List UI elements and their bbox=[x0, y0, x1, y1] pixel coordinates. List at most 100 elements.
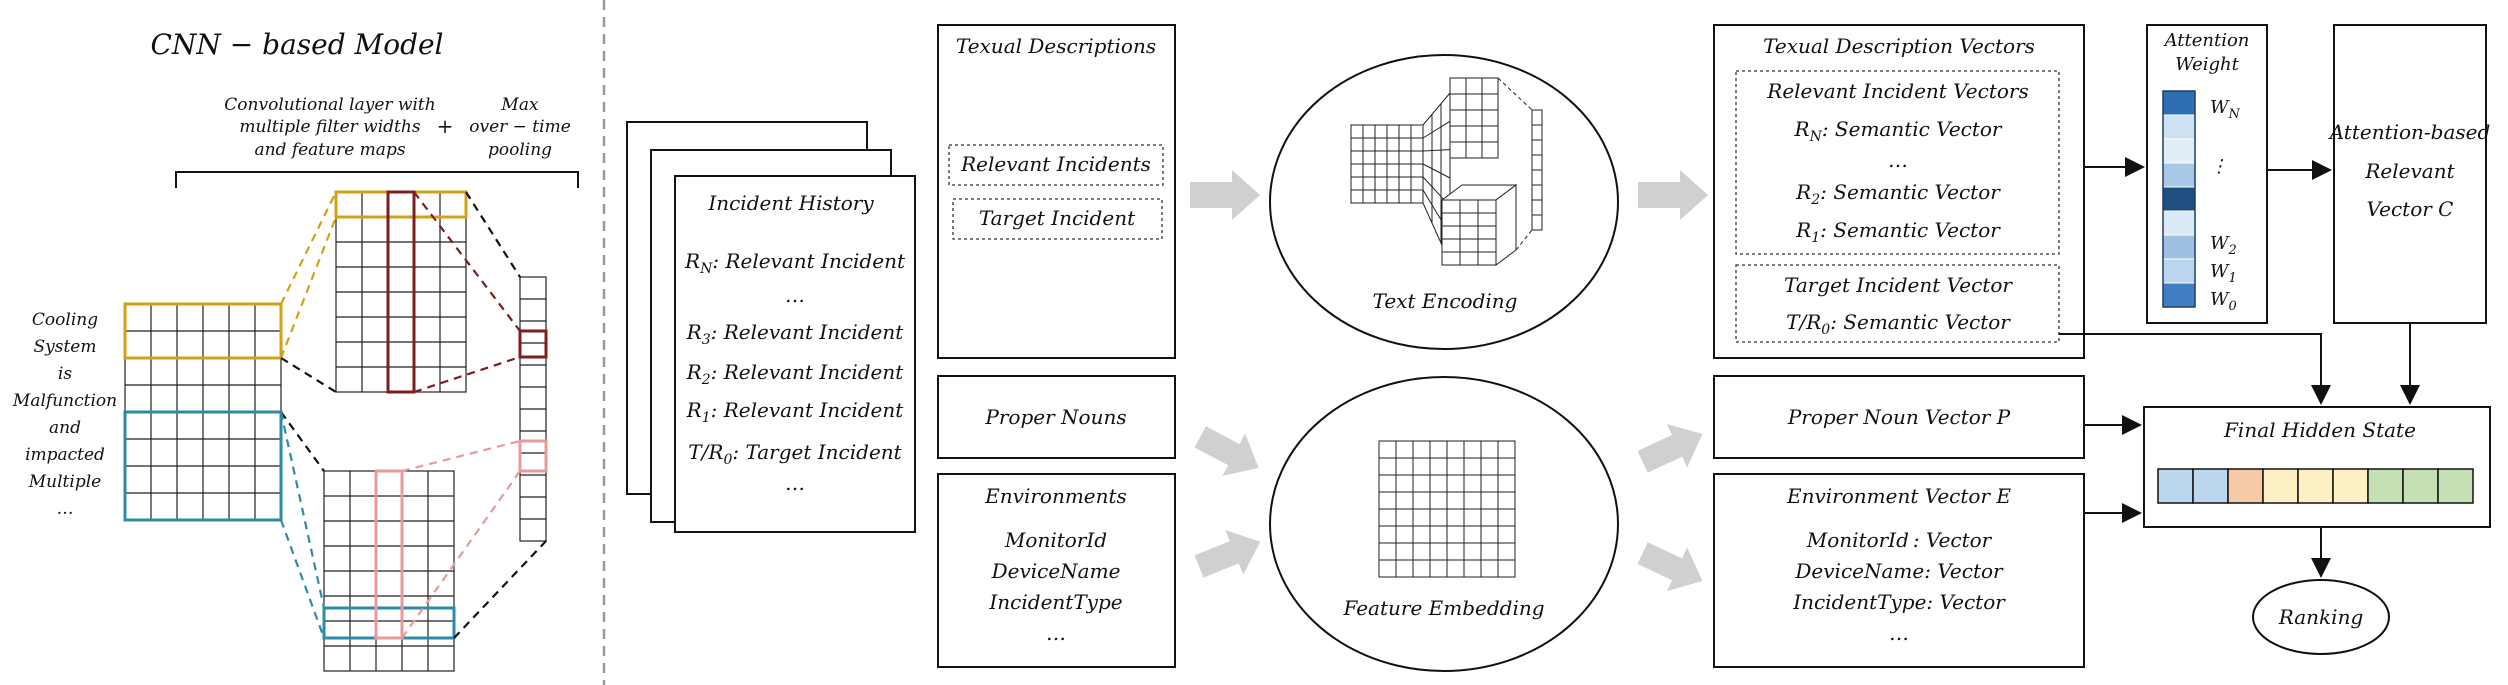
ranking-label: Ranking bbox=[2278, 605, 2364, 629]
history-card bbox=[674, 175, 916, 533]
attention-vector-line-1: Attention-based bbox=[2328, 120, 2491, 144]
attention-vector-line-2: Relevant bbox=[2364, 159, 2455, 183]
hidden-state-cell bbox=[2157, 468, 2194, 504]
attention-weight-symbol: W bbox=[2210, 289, 2230, 310]
relevant-vector-item: R1: Semantic Vector bbox=[1795, 218, 2001, 246]
textual-vectors: Texual Description Vectors Relevant Inci… bbox=[1713, 24, 2085, 359]
textual-box bbox=[937, 24, 1176, 359]
feature-map-upper-highlight-col bbox=[386, 190, 416, 394]
environment-vector-item: DeviceName: Vector bbox=[1794, 559, 2004, 583]
attention-vector-box bbox=[2333, 24, 2487, 324]
target-incident-label: Target Incident bbox=[979, 206, 1136, 230]
final-hidden-state-cells bbox=[2157, 468, 2474, 504]
connectors bbox=[2059, 157, 2420, 578]
dash-yellow-bottom bbox=[279, 216, 338, 359]
history-item-subscript: 1 bbox=[702, 410, 711, 426]
history-item: R2: Relevant Incident bbox=[686, 360, 905, 388]
feature-embedding: Feature Embedding bbox=[1269, 376, 1619, 672]
target-vector-item-subscript: 0 bbox=[1821, 322, 1830, 338]
history-item-symbol: R bbox=[686, 398, 702, 422]
environment-vector-item: IncidentType: Vector bbox=[1792, 590, 2006, 614]
attention-weight-cell bbox=[2162, 258, 2196, 284]
environments-title: Environments bbox=[984, 484, 1127, 508]
environment-items: MonitorIdDeviceNameIncidentType… bbox=[988, 528, 1122, 645]
target-vector-item: T/R0: Semantic Vector bbox=[1786, 310, 2011, 338]
hidden-state-cell bbox=[2332, 468, 2369, 504]
input-word: Cooling bbox=[32, 310, 98, 330]
relevant-vector-item-text: : Semantic Vector bbox=[1820, 180, 2001, 204]
arrow-text-to-encoder bbox=[1190, 170, 1260, 220]
arrow-encoder-to-vectors bbox=[1638, 170, 1708, 220]
incident-history: Incident History RN: Relevant Incident…R… bbox=[626, 121, 916, 533]
target-incident-box bbox=[952, 198, 1163, 240]
dash-teal-top bbox=[279, 519, 326, 639]
relevant-vector-item-subscript: N bbox=[1809, 129, 1823, 145]
pooled-cell-dark bbox=[518, 329, 548, 359]
dash-teal-bottom bbox=[279, 411, 326, 609]
text-enc-front-grid bbox=[1350, 124, 1424, 204]
ranking-ellipse bbox=[2252, 579, 2390, 655]
relevant-vector-item-text: : Semantic Vector bbox=[1822, 117, 2003, 141]
history-title: Incident History bbox=[707, 191, 874, 215]
dash-black-lower bbox=[280, 411, 325, 472]
environment-item: DeviceName bbox=[991, 559, 1121, 583]
attention-weight-label: W2 bbox=[2210, 233, 2237, 258]
history-item-text: … bbox=[785, 471, 805, 495]
history-item: RN: Relevant Incident bbox=[684, 249, 906, 277]
history-item: R3: Relevant Incident bbox=[686, 320, 905, 348]
history-item-text: … bbox=[785, 283, 805, 307]
dash-pink-top bbox=[401, 439, 521, 473]
relevant-incidents-label: Relevant Incidents bbox=[960, 152, 1151, 176]
feature-embedding-grid-icon bbox=[1378, 440, 1516, 578]
environment-item: MonitorId bbox=[1004, 528, 1107, 552]
environment-vector-title: Environment Vector E bbox=[1786, 484, 2011, 508]
environment-vector-item: MonitorId : Vector bbox=[1806, 528, 1993, 552]
history-item: … bbox=[785, 283, 805, 307]
attention-weight-symbol: W bbox=[2210, 233, 2230, 254]
attention-weight-label: ⋮ bbox=[2210, 156, 2228, 177]
relevant-vector-item-subscript: 2 bbox=[1810, 192, 1820, 208]
pool-label-line-1: Max bbox=[500, 95, 539, 115]
relevant-vector-item-subscript: 1 bbox=[1811, 230, 1820, 246]
dash-pink-bottom bbox=[401, 470, 521, 639]
text-encoding-icon bbox=[1350, 77, 1543, 266]
text-enc-back-grid bbox=[1449, 77, 1499, 159]
arrow-embedding-to-proper-vec bbox=[1637, 424, 1703, 473]
attention-weight-cell bbox=[2162, 114, 2196, 140]
history-item-symbol: R bbox=[686, 320, 702, 344]
conv-label-line-1: Convolutional layer with bbox=[224, 95, 435, 115]
input-word: impacted bbox=[25, 445, 105, 465]
textual-descriptions: Texual Descriptions Relevant Incidents T… bbox=[937, 24, 1176, 359]
history-item-subscript: 3 bbox=[702, 332, 711, 348]
history-item-symbol: T/R bbox=[688, 440, 723, 464]
environment-vector-box bbox=[1713, 473, 2085, 668]
arrow-nouns-to-embedding bbox=[1194, 426, 1259, 476]
environments-box bbox=[937, 473, 1176, 668]
attention-weight-symbol: W bbox=[2210, 261, 2230, 282]
pooled-vector bbox=[519, 276, 547, 542]
attention-title-line-1: Attention bbox=[2163, 30, 2250, 51]
attention-weight-cell bbox=[2162, 90, 2196, 116]
filter-window-yellow bbox=[123, 302, 283, 360]
proper-noun-vector-title: Proper Noun Vector P bbox=[1787, 405, 2011, 429]
history-items: RN: Relevant Incident … R3: Relevant Incid… bbox=[684, 249, 906, 495]
input-word: Malfunction bbox=[12, 391, 117, 411]
attention-weight-column bbox=[2162, 90, 2196, 308]
attention-weight-cell bbox=[2162, 282, 2196, 308]
hidden-state-cell bbox=[2437, 468, 2474, 504]
hidden-state-cell bbox=[2227, 468, 2264, 504]
hidden-state-cell bbox=[2262, 468, 2299, 504]
relevant-vector-item: RN: Semantic Vector bbox=[1794, 117, 2003, 145]
text-enc-lower-grid bbox=[1441, 199, 1497, 266]
attention-weight-subscript: 1 bbox=[2229, 271, 2237, 286]
target-vector-title: Target Incident Vector bbox=[1784, 273, 2013, 297]
attention-weight-subscript: N bbox=[2228, 107, 2241, 122]
environment-item: … bbox=[1046, 621, 1066, 645]
cnn-title: CNN − based Model bbox=[150, 28, 443, 61]
text-enc-pool-column bbox=[1531, 109, 1543, 231]
pool-label-line-3: pooling bbox=[488, 140, 552, 160]
pool-label-line-2: over − time bbox=[469, 117, 571, 137]
target-vector-box bbox=[1735, 264, 2060, 343]
